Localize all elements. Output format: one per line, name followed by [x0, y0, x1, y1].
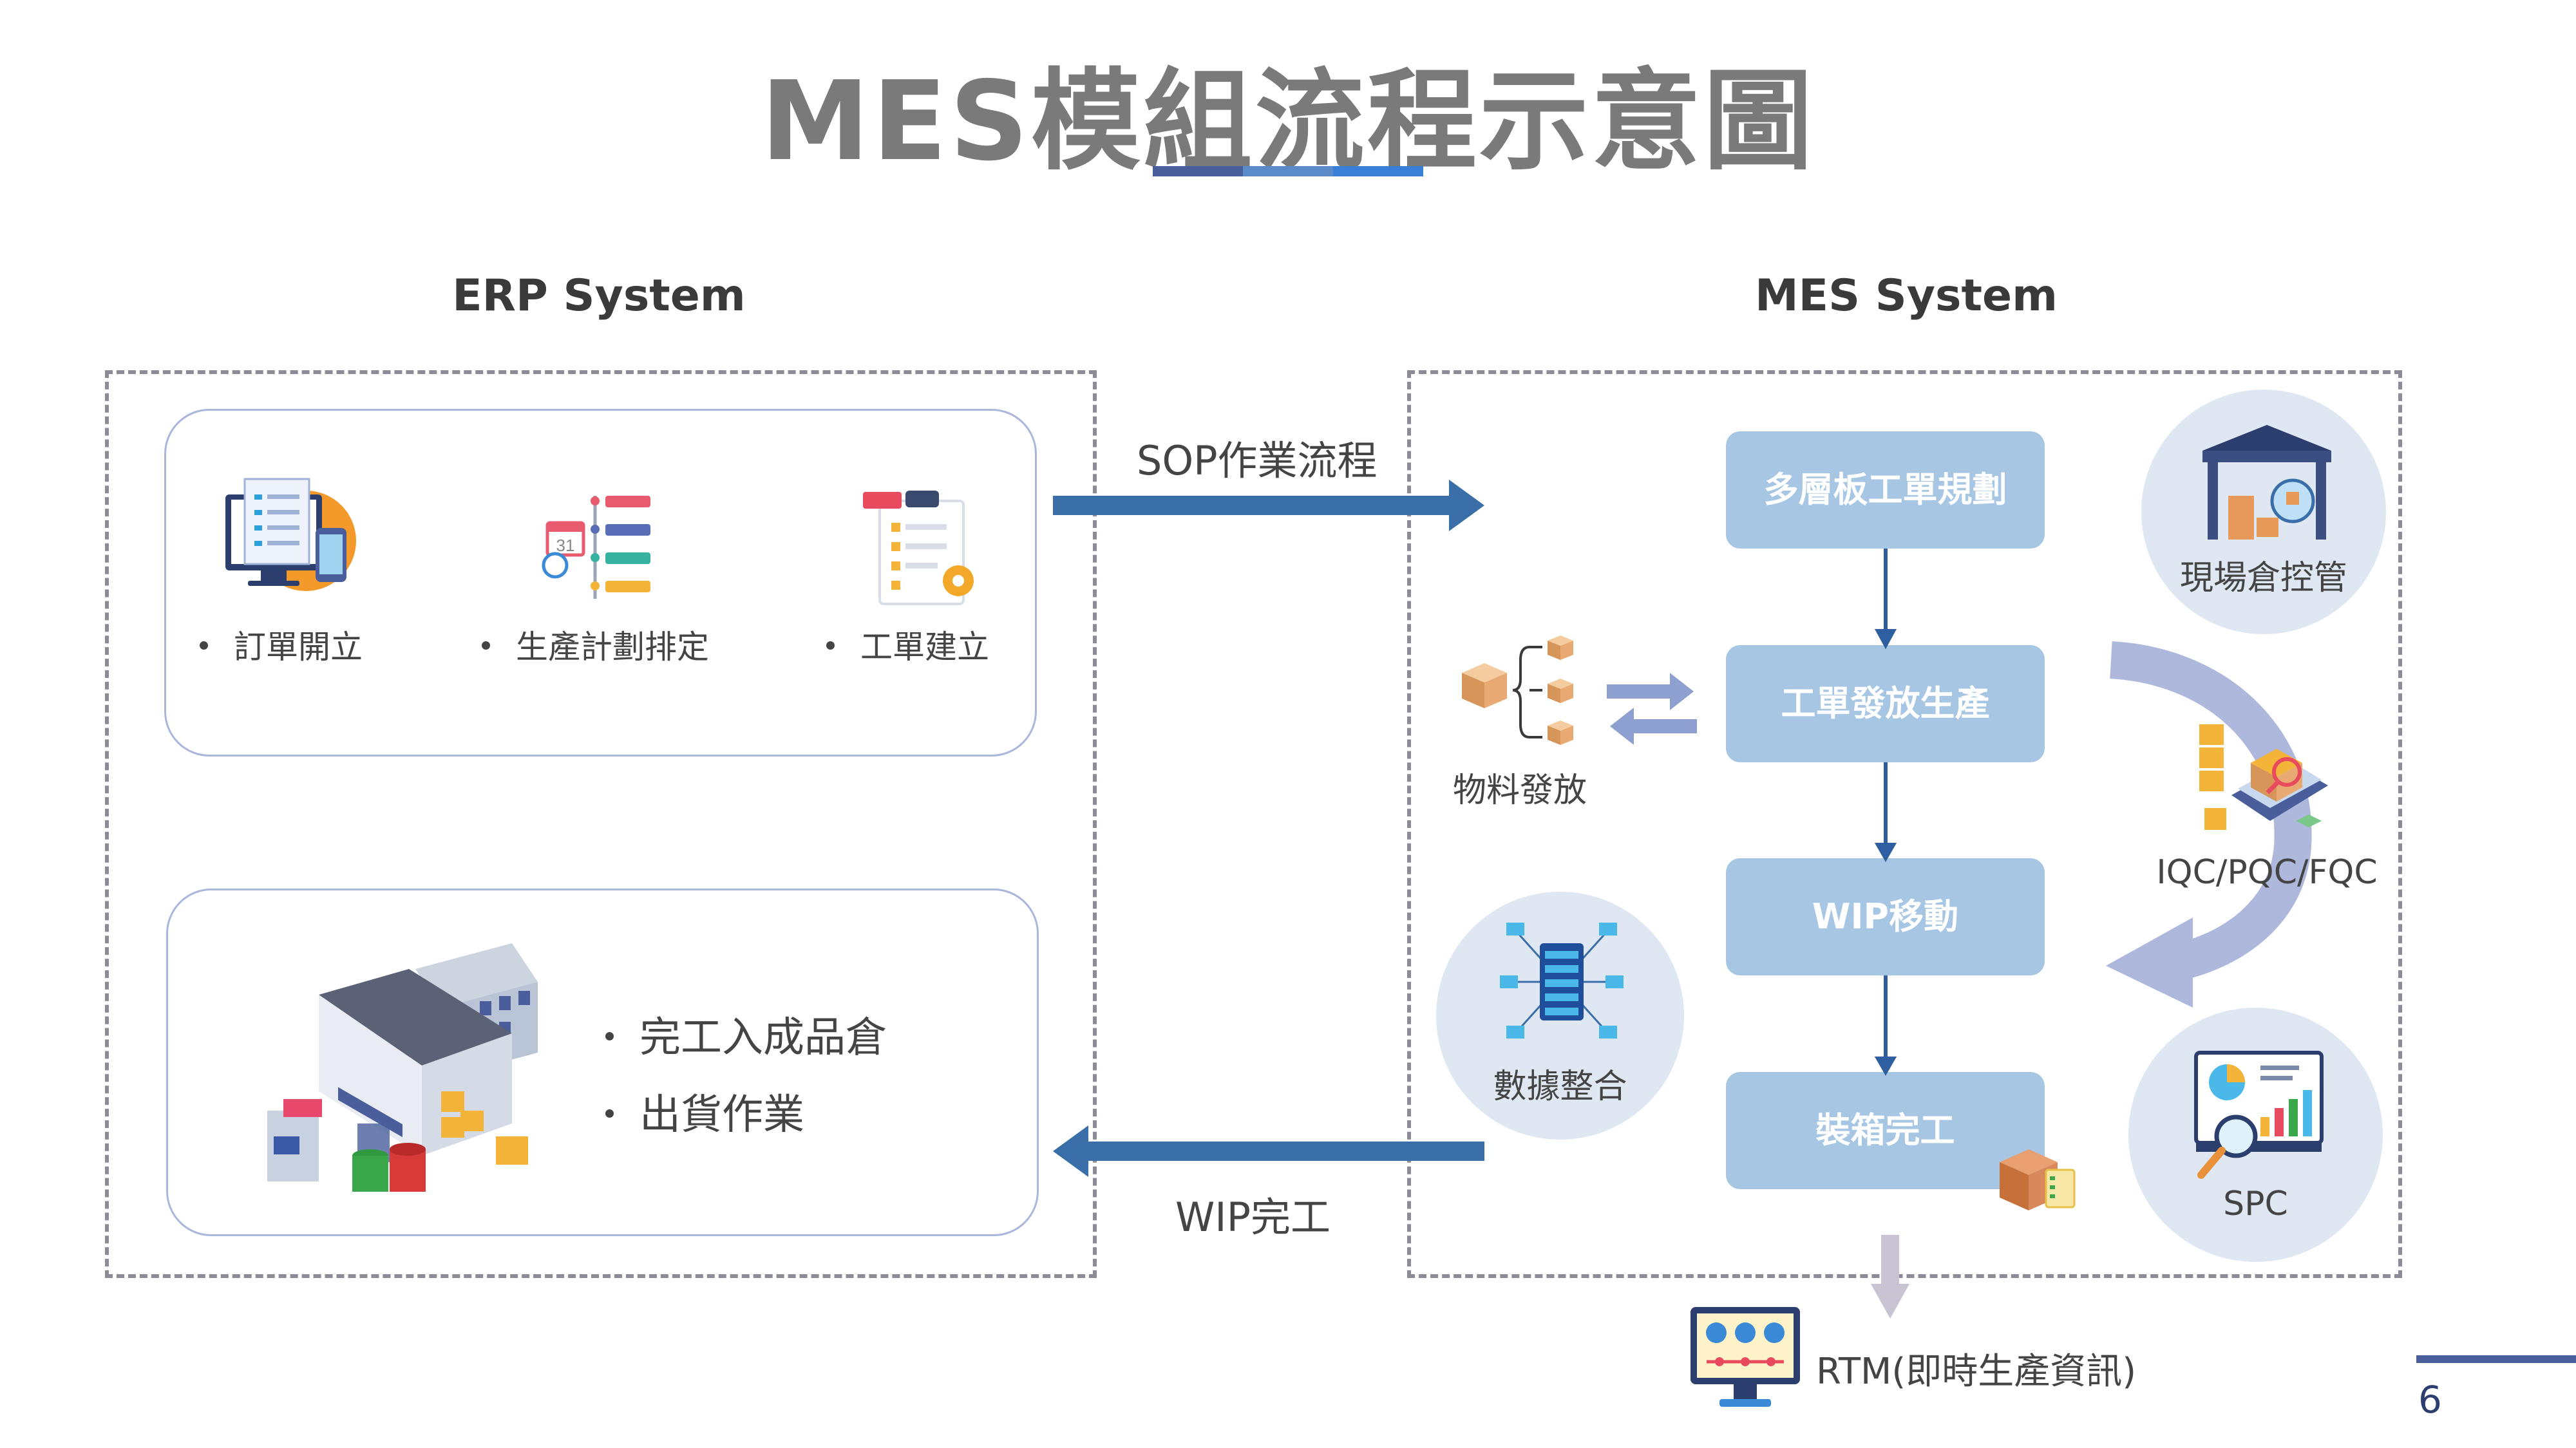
erp-item-order: 訂單開立 [200, 621, 363, 668]
rtm-down-arrow [1871, 1235, 1909, 1319]
qc-label: IQC/PQC/FQC [2156, 853, 2378, 892]
rtm-label: RTM(即時生產資訊) [1816, 1351, 2137, 1393]
wip-complete-label: WIP完工 [1175, 1194, 1331, 1241]
mes-heading: MES System [1754, 270, 2058, 321]
data-server-icon [1500, 923, 1624, 1039]
title-underline-segment-2 [1243, 166, 1333, 176]
title-underline-segment-1 [1153, 166, 1243, 176]
warehouse-gate-icon [2202, 425, 2331, 540]
title-underline-segment-3 [1333, 166, 1423, 176]
process-step-planning: 多層板工單規劃 [1726, 431, 2045, 549]
erp-item-finished-goods: 完工入成品倉 [605, 1004, 887, 1064]
erp-heading: ERP System [452, 270, 746, 321]
svg-text:31: 31 [556, 536, 575, 555]
material-boxes-icon [1462, 635, 1573, 745]
material-exchange-arrows [1607, 673, 1697, 745]
qc-curved-arrow [2106, 641, 2312, 1008]
wip-complete-arrow [1053, 1125, 1484, 1177]
spc-label: SPC [2223, 1185, 2288, 1223]
sop-arrow [1053, 480, 1484, 531]
erp-item-schedule: 生產計劃排定 [482, 621, 709, 668]
process-step-release: 工單發放生產 [1726, 645, 2045, 762]
mes-system-container [1407, 370, 2402, 1278]
data-integration-label: 數據整合 [1493, 1067, 1627, 1106]
erp-system-container [105, 370, 1097, 1278]
process-step-packing: 裝箱完工 [1726, 1072, 2045, 1189]
spc-chart-icon [2194, 1051, 2324, 1179]
sop-flow-label: SOP作業流程 [1137, 437, 1378, 484]
material-issue-label: 物料發放 [1452, 771, 1587, 810]
order-monitor-icon [225, 478, 356, 591]
warehouse-control-label: 現場倉控管 [2179, 559, 2347, 597]
schedule-list-icon: 31 [542, 496, 650, 599]
erp-item-shipping: 出貨作業 [605, 1082, 804, 1141]
page-title: MES模組流程示意圖 [761, 58, 1815, 185]
inspection-box-icon [2199, 724, 2328, 830]
packing-box-icon [2000, 1149, 2076, 1210]
rtm-monitor-icon [1690, 1307, 1800, 1407]
warehouse-icon [267, 943, 538, 1192]
page-number-bar [2416, 1355, 2576, 1363]
erp-item-work-order: 工單建立 [826, 621, 989, 668]
work-order-clipboard-icon [863, 491, 974, 605]
process-connector-arrows [1874, 549, 1897, 1077]
page-number: 6 [2418, 1378, 2442, 1422]
process-step-wip-move: WIP移動 [1726, 858, 2045, 975]
